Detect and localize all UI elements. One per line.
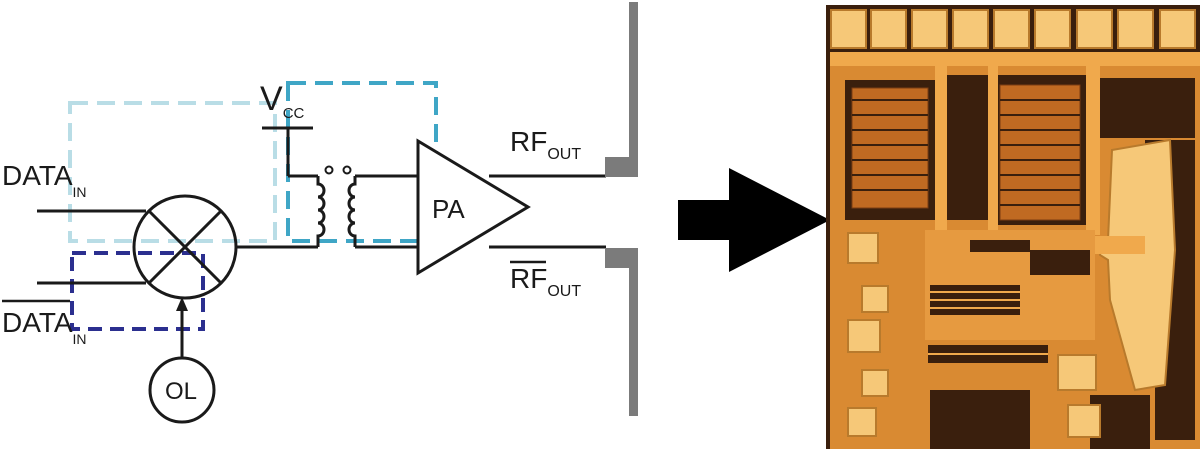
- mixer-dashed-box: [70, 251, 205, 331]
- output-transmission-line: [605, 2, 638, 416]
- svg-text:DATAIN: DATAIN: [2, 307, 87, 347]
- capacitor-array: [851, 84, 1081, 221]
- transformer-symbol: [316, 165, 418, 249]
- data-in-label: DATAIN: [2, 160, 87, 200]
- side-bond-pads: [847, 232, 1101, 438]
- rf-out-label: RFOUT: [510, 126, 581, 163]
- primary-polarity-dot: [324, 165, 334, 175]
- vcc-label: VCC: [260, 80, 305, 122]
- oscillator-symbol: [148, 297, 216, 424]
- power-amplifier-symbol: [416, 138, 531, 276]
- input-stage-dashed-box: [68, 101, 277, 243]
- vcc-supply: [262, 126, 318, 178]
- oscillator-arrow-icon: [176, 297, 188, 311]
- secondary-polarity-dot: [342, 165, 352, 175]
- oscillator-label: OL: [165, 378, 197, 405]
- amplifier-label: PA: [432, 194, 465, 224]
- right-arrow-icon: [678, 168, 830, 272]
- rf-out-bar-label: RFOUT: [510, 260, 581, 300]
- svg-text:RFOUT: RFOUT: [510, 263, 581, 300]
- chip-die-photo: [826, 5, 1200, 449]
- mixer-symbol: [132, 194, 238, 300]
- top-bond-pads: [830, 9, 1196, 49]
- transformer-dashed-box: [286, 81, 438, 243]
- data-in-bar-label: DATAIN: [2, 299, 87, 347]
